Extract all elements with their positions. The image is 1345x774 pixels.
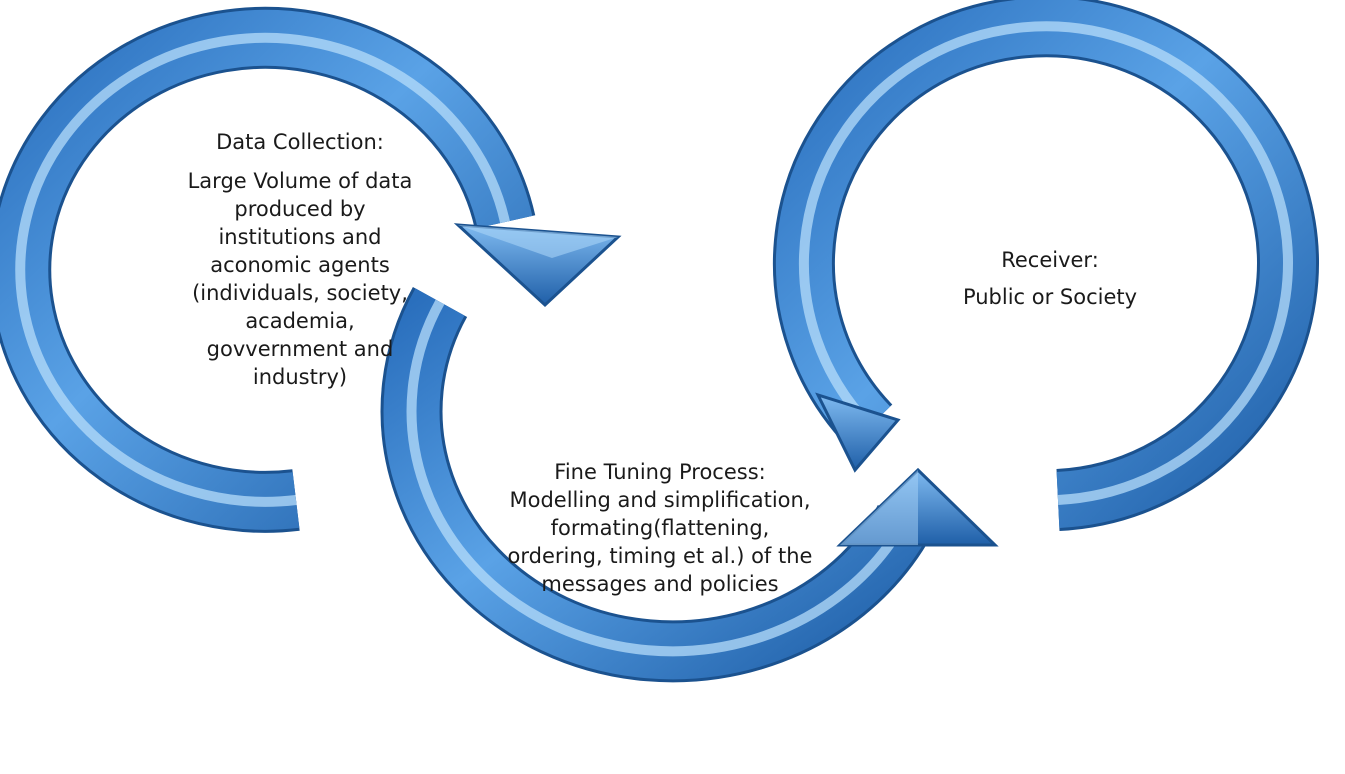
receiver-arrow [772,0,1319,531]
fine-tuning-line: ordering, timing et al.) of the [507,544,813,568]
data-collection-line: institutions and [218,225,382,249]
data-collection-line: produced by [234,197,366,221]
data-collection-label: Data Collection: Large Volume of data pr… [150,128,450,391]
fine-tuning-arrow [380,287,999,683]
fine-tuning-label: Fine Tuning Process: Modelling and simpl… [470,458,850,598]
data-collection-line: (individuals, society, [192,281,408,305]
data-collection-title: Data Collection: [216,130,384,154]
receiver-line: Public or Society [962,285,1138,309]
data-collection-line: Large Volume of data [187,169,413,193]
receiver-label: Receiver: Public or Society [900,246,1200,311]
data-collection-line: academia, [245,309,355,333]
data-collection-arrow [0,6,622,533]
data-collection-line: industry) [252,365,348,389]
fine-tuning-line: messages and policies [541,572,779,596]
fine-tuning-line: formating(flattening, [550,516,770,540]
fine-tuning-title: Fine Tuning Process: [554,460,766,484]
receiver-title: Receiver: [1001,248,1099,272]
data-collection-line: govvernment and [206,337,394,361]
data-collection-line: aconomic agents [210,253,390,277]
fine-tuning-line: Modelling and simplification, [509,488,811,512]
